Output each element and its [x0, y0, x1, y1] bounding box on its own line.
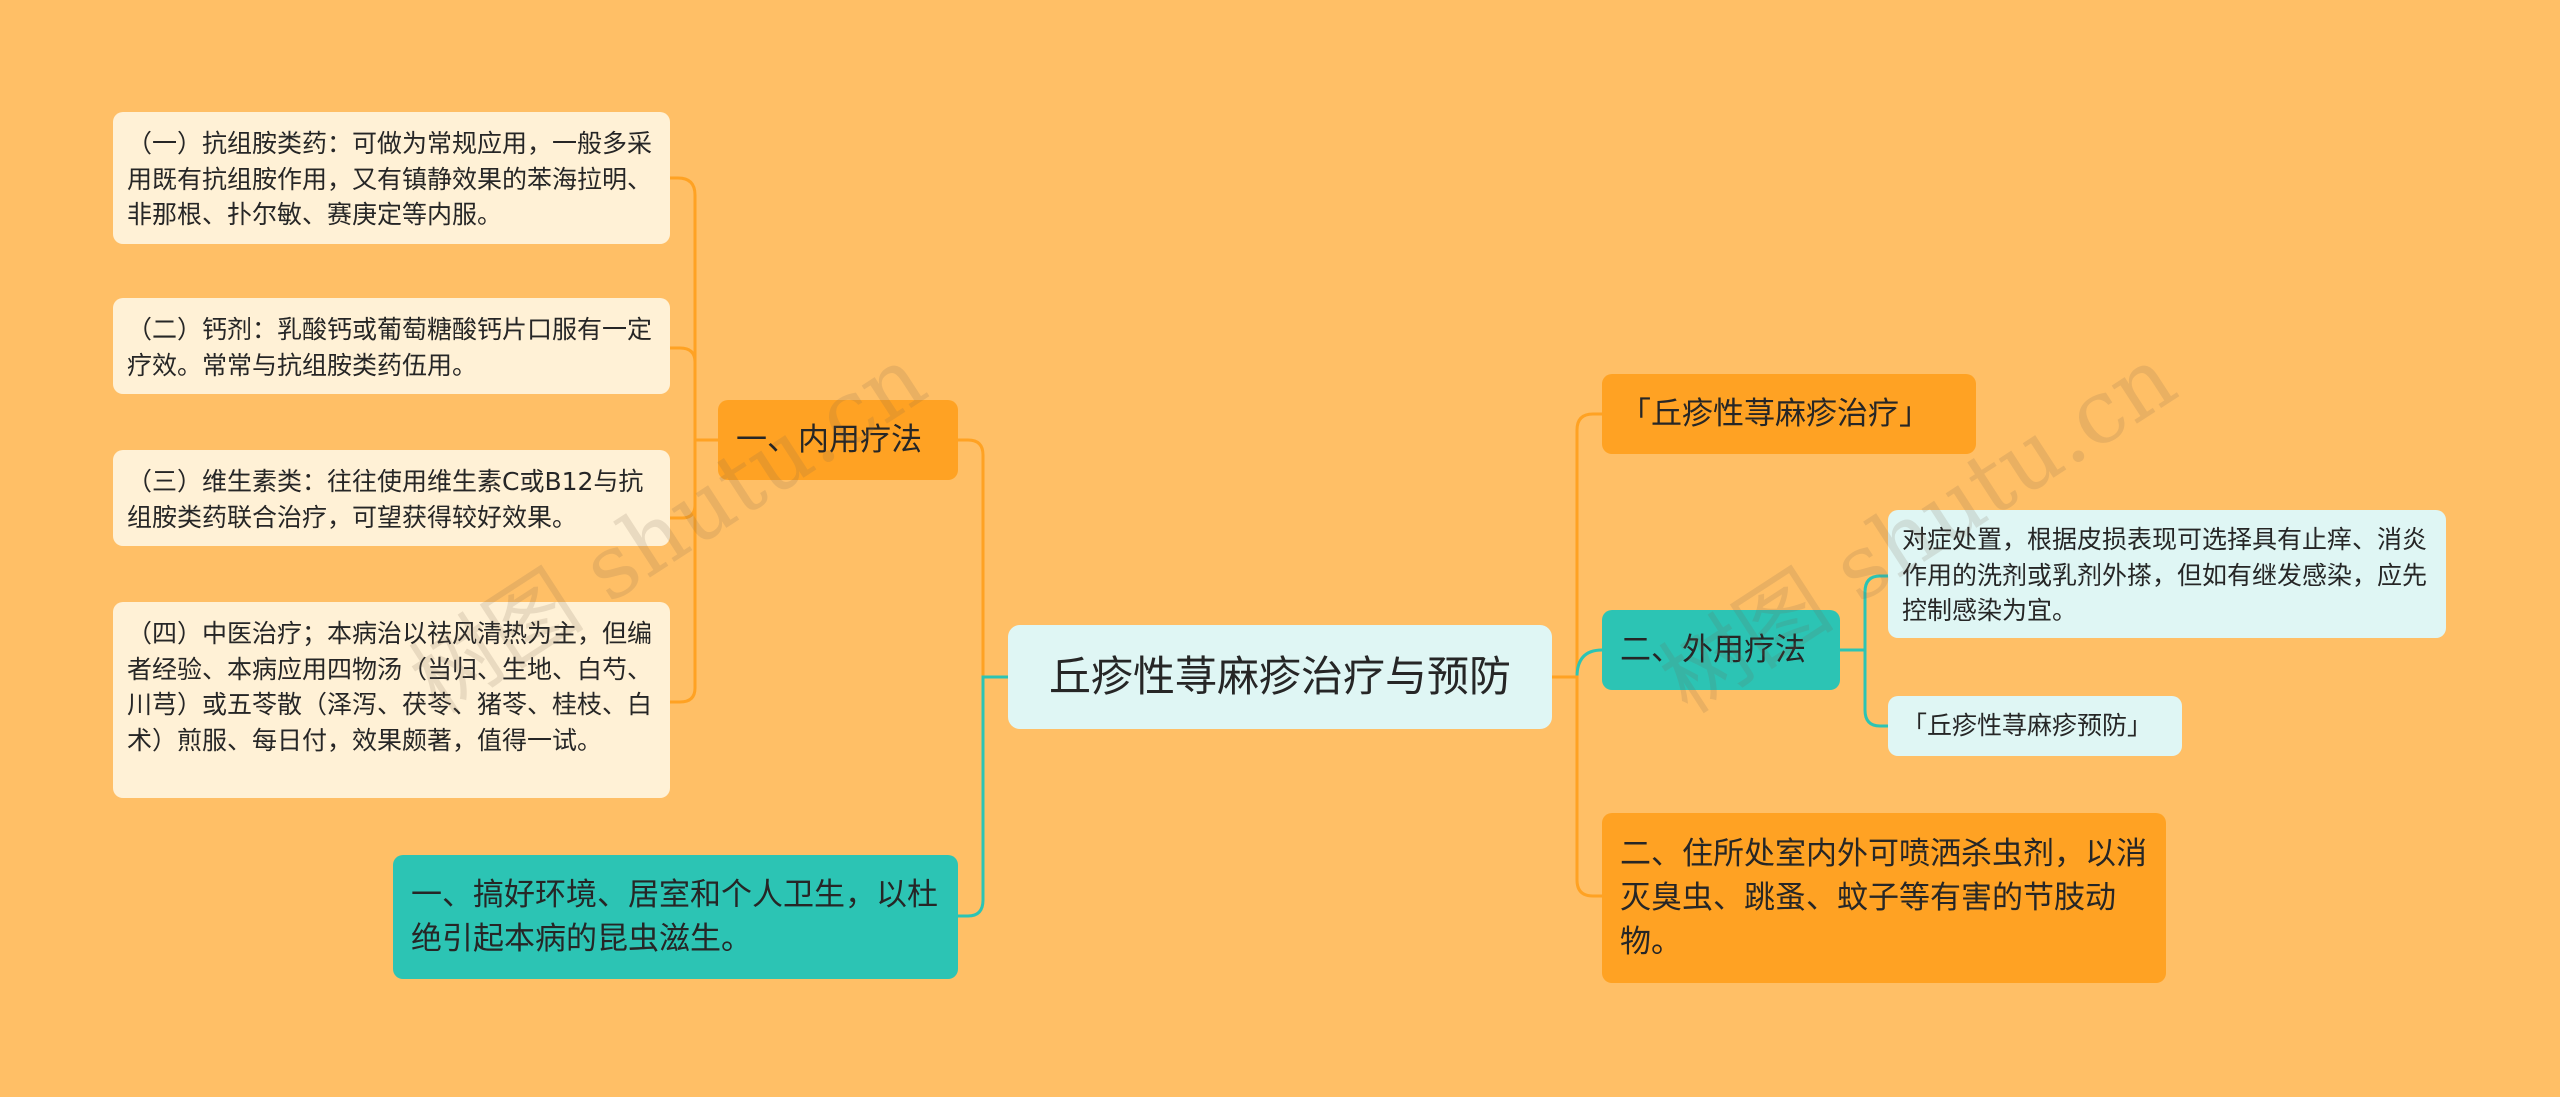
link-center-external	[1552, 648, 1603, 679]
leaf-antihistamine-text: （一）抗组胺类药：可做为常规应用，一般多采用既有抗组胺作用，又有镇静效果的苯海拉…	[127, 129, 653, 229]
link-internal-leaf1	[670, 176, 718, 442]
leaf-calcium-text: （二）钙剂：乳酸钙或葡萄糖酸钙片口服有一定疗效。常常与抗组胺类药伍用。	[127, 315, 653, 380]
branch-internal-therapy-label: 一、内用疗法	[736, 421, 922, 458]
central-topic-label: 丘疹性荨麻疹治疗与预防	[1048, 652, 1511, 702]
branch-prevention-insecticide[interactable]: 二、住所处室内外可喷洒杀虫剂，以消灭臭虫、跳蚤、蚊子等有害的节肢动物。	[1602, 813, 2166, 983]
leaf-prevention-title[interactable]: 「丘疹性荨麻疹预防」	[1888, 696, 2182, 756]
leaf-prevention-title-text: 「丘疹性荨麻疹预防」	[1902, 711, 2153, 741]
leaf-antihistamine[interactable]: （一）抗组胺类药：可做为常规应用，一般多采用既有抗组胺作用，又有镇静效果的苯海拉…	[113, 112, 670, 244]
link-center-prevention2	[1552, 675, 1602, 898]
leaf-external-detail-text: 对症处置，根据皮损表现可选择具有止痒、消炎作用的洗剂或乳剂外搽，但如有继发感染，…	[1902, 525, 2428, 625]
link-internal-leaf3	[670, 438, 718, 520]
branch-prevention-insecticide-label: 二、住所处室内外可喷洒杀虫剂，以消灭臭虫、跳蚤、蚊子等有害的节肢动物。	[1620, 835, 2147, 960]
leaf-calcium[interactable]: （二）钙剂：乳酸钙或葡萄糖酸钙片口服有一定疗效。常常与抗组胺类药伍用。	[113, 298, 670, 394]
link-center-internal	[958, 438, 1008, 679]
link-external-prevention-title	[1840, 648, 1888, 728]
leaf-tcm-text: （四）中医治疗；本病治以祛风清热为主，但编者经验、本病应用四物汤（当归、生地、白…	[127, 619, 653, 755]
branch-internal-therapy[interactable]: 一、内用疗法	[718, 400, 958, 480]
branch-external-therapy-label: 二、外用疗法	[1620, 631, 1806, 668]
branch-treatment-title-label: 「丘疹性荨麻疹治疗」	[1620, 395, 1930, 432]
link-external-detail	[1840, 574, 1888, 652]
link-internal-leaf4	[670, 438, 718, 704]
leaf-vitamin[interactable]: （三）维生素类：往往使用维生素C或B12与抗组胺类药联合治疗，可望获得较好效果。	[113, 450, 670, 546]
link-internal-leaf2	[670, 346, 718, 442]
link-center-prevention1	[958, 675, 1008, 918]
central-topic[interactable]: 丘疹性荨麻疹治疗与预防	[1008, 625, 1552, 729]
branch-prevention-hygiene[interactable]: 一、搞好环境、居室和个人卫生，以杜绝引起本病的昆虫滋生。	[393, 855, 958, 979]
branch-external-therapy[interactable]: 二、外用疗法	[1602, 610, 1840, 690]
branch-treatment-title[interactable]: 「丘疹性荨麻疹治疗」	[1602, 374, 1976, 454]
leaf-tcm[interactable]: （四）中医治疗；本病治以祛风清热为主，但编者经验、本病应用四物汤（当归、生地、白…	[113, 602, 670, 798]
leaf-external-detail[interactable]: 对症处置，根据皮损表现可选择具有止痒、消炎作用的洗剂或乳剂外搽，但如有继发感染，…	[1888, 510, 2446, 638]
branch-prevention-hygiene-label: 一、搞好环境、居室和个人卫生，以杜绝引起本病的昆虫滋生。	[411, 876, 938, 957]
leaf-vitamin-text: （三）维生素类：往往使用维生素C或B12与抗组胺类药联合治疗，可望获得较好效果。	[127, 467, 644, 532]
link-center-treatment	[1552, 412, 1602, 679]
